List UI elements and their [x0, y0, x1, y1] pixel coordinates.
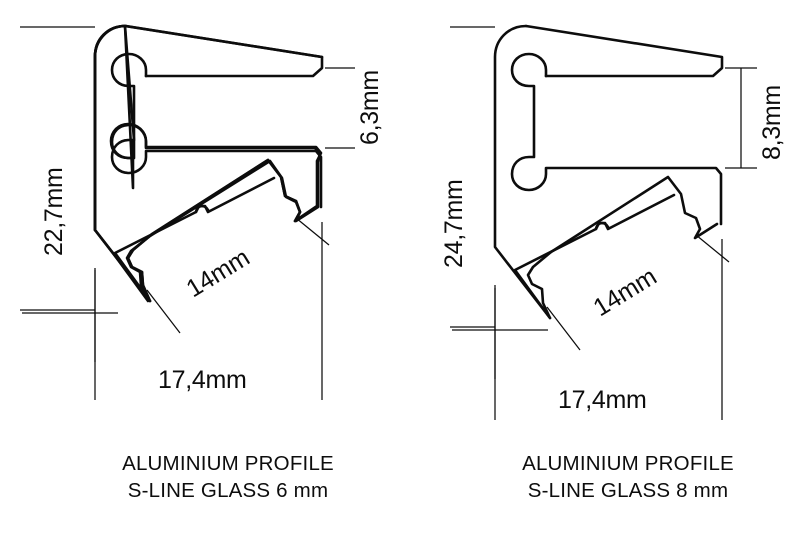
left-leader-lower	[146, 289, 181, 334]
right-leader-upper	[695, 234, 730, 263]
left-profile-group: 22,7mm 6,3mm 17,4mm 14mm ALUMINIUM PROFI…	[20, 24, 384, 502]
left-inner-slot	[110, 52, 323, 209]
right-top-fin	[524, 24, 724, 78]
right-glass-nub	[594, 221, 610, 231]
right-glass-dim-label: 14mm	[589, 263, 662, 323]
left-body-silhouette	[93, 24, 153, 303]
right-inner-slot	[510, 52, 723, 226]
left-top-fin	[124, 24, 324, 78]
left-glass-dim-label: 14mm	[182, 244, 255, 304]
right-caption-line1: ALUMINIUM PROFILE	[522, 452, 734, 475]
right-width-dim-label: 17,4mm	[558, 386, 647, 414]
left-leader-upper	[295, 217, 330, 246]
left-width-dim-label: 17,4mm	[158, 366, 247, 394]
right-height-dim-label: 24,7mm	[440, 179, 468, 268]
right-leader-lower	[546, 306, 581, 351]
right-glass-pocket	[549, 175, 719, 254]
left-glass-pocket	[149, 158, 319, 237]
left-height-dim-label: 22,7mm	[40, 167, 68, 256]
right-caption-line2: S-LINE GLASS 8 mm	[528, 479, 728, 502]
left-thickness-dim-label: 6,3mm	[356, 70, 384, 145]
right-body-silhouette	[493, 24, 553, 320]
left-glass-nub	[194, 204, 210, 214]
left-caption-line2: S-LINE GLASS 6 mm	[128, 479, 328, 502]
right-thickness-dim-label: 8,3mm	[758, 85, 786, 160]
left-caption-line1: ALUMINIUM PROFILE	[122, 452, 334, 475]
right-profile-group: 24,7mm 8,3mm 17,4mm 14mm ALUMINIUM PROFI…	[440, 24, 786, 502]
